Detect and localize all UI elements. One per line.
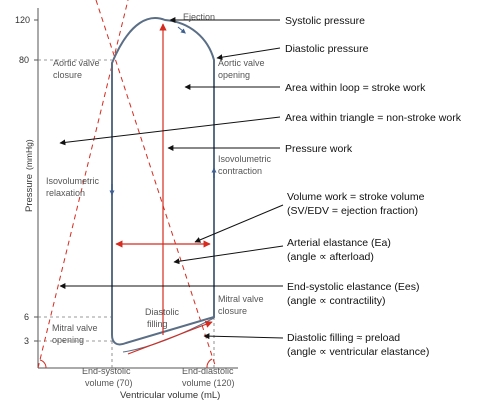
arrow-ea <box>173 245 284 265</box>
ea-angle-arc <box>206 358 213 369</box>
label-mitral-opening-1: Mitral valve <box>52 323 98 333</box>
label-aortic-closure-1: Aortic valve <box>53 58 100 68</box>
label-mitral-closure-2: closure <box>218 306 247 316</box>
y-axis-unit: (mmHg) <box>24 139 34 170</box>
label-mitral-closure-1: Mitral valve <box>218 294 264 304</box>
label-aortic-closure-2: closure <box>53 70 82 80</box>
label-iso-relaxation-2: relaxation <box>46 188 85 198</box>
label-iso-contraction-1: Isovolumetric <box>218 154 272 164</box>
x-axis-title: Ventricular volume (mL) <box>120 390 220 401</box>
label-end-diastolic-1: End-diastolic <box>182 366 234 376</box>
ann-pressure-work: Pressure work <box>285 143 353 155</box>
label-aortic-opening-2: opening <box>218 70 250 80</box>
loop-arrow-ejection <box>177 26 186 34</box>
ann-diastolic: Diastolic pressure <box>285 43 369 55</box>
annotation-arrows <box>59 17 284 340</box>
label-end-systolic-2: volume (70) <box>85 378 133 388</box>
ann-filling-1: Diastolic filling ≈ preload <box>287 332 400 344</box>
label-end-diastolic-2: volume (120) <box>182 378 235 388</box>
ea-line <box>95 0 217 369</box>
ann-filling-2: (angle ∝ ventricular elastance) <box>287 346 429 358</box>
ann-ees-2: (angle ∝ contractility) <box>287 295 386 307</box>
arrow-diastolic <box>216 47 281 61</box>
label-iso-relaxation-1: Isovolumetric <box>46 176 100 186</box>
axes: 120 80 6 3 Pressure (mmHg) Ventricular v… <box>15 8 238 401</box>
label-aortic-opening-1: Aortic valve <box>218 58 265 68</box>
label-ejection: Ejection <box>183 12 215 22</box>
y-tick-3: 3 <box>24 336 29 346</box>
label-end-systolic-1: End-systolic <box>82 366 131 376</box>
filling-curve <box>122 317 215 353</box>
pv-loop <box>111 17 215 346</box>
y-tick-120: 120 <box>15 15 30 25</box>
filling-arrow <box>127 320 213 355</box>
ees-angle-arc <box>39 359 47 369</box>
label-diastolic-filling-2: filling <box>147 319 168 329</box>
label-iso-contraction-2: contraction <box>218 166 262 176</box>
label-diastolic-filling-1: Diastolic <box>145 307 180 317</box>
y-tick-6: 6 <box>24 312 29 322</box>
arrow-triangle-area <box>59 116 281 146</box>
y-tick-80: 80 <box>19 55 29 65</box>
ann-triangle-area: Area within triangle = non-stroke work <box>285 112 462 124</box>
ann-ees-1: End-systolic elastance (Ees) <box>287 281 419 293</box>
ann-volume-work-2: (SV/EDV = ejection fraction) <box>287 205 418 217</box>
ann-ea-1: Arterial elastance (Ea) <box>287 237 391 249</box>
ann-volume-work-1: Volume work = stroke volume <box>287 191 425 203</box>
arrow-volume-work <box>194 204 284 243</box>
label-mitral-opening-2: opening <box>52 335 84 345</box>
ann-loop-area: Area within loop = stroke work <box>285 82 426 94</box>
y-axis-title: Pressure <box>24 174 35 212</box>
ann-ea-2: (angle ∝ afterload) <box>287 251 374 263</box>
arrow-filling <box>203 333 284 340</box>
ann-systolic: Systolic pressure <box>285 15 365 27</box>
